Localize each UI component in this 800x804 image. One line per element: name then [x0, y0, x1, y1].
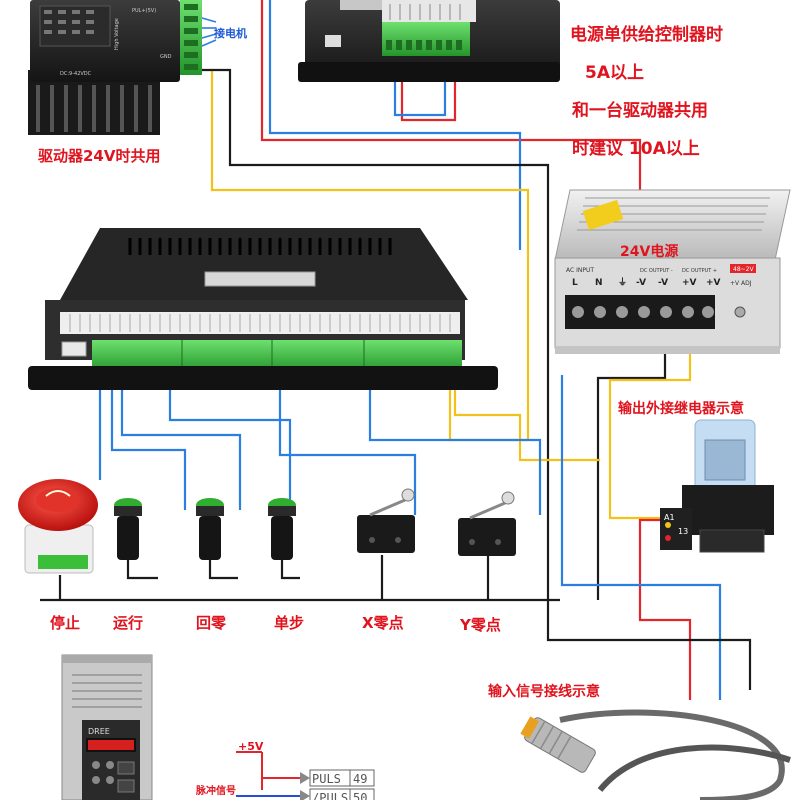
label-connect-motor: 接电机 — [214, 27, 247, 40]
button-label-run: 运行 — [113, 614, 144, 632]
push-button-home — [196, 498, 224, 560]
wires — [40, 0, 752, 700]
limit-switch-y — [458, 491, 516, 556]
wire-yellow-ctrl — [453, 372, 600, 462]
power-note-line-4: 时建议 10A以上 — [572, 139, 700, 159]
relay-pin-b: 13 — [678, 527, 688, 536]
power-note-line-1: 电源单供给控制器时 — [570, 25, 723, 45]
psu-term-v1: -V — [636, 278, 646, 288]
button-label-step: 单步 — [274, 614, 305, 632]
psu-badge: 48~2V — [733, 266, 754, 273]
label-power-24v: 24V电源 — [620, 244, 679, 260]
main-controller — [28, 228, 498, 390]
terminal-puls: PULS — [312, 772, 341, 786]
stepper-driver: PUL+(5V) High Voltage DC:9-42VDC GND — [28, 0, 217, 135]
psu-term-n: N — [595, 278, 603, 288]
label-plus-5v: +5V — [238, 740, 264, 753]
button-label-stop: 停止 — [50, 614, 81, 632]
terminal-npuls: /PULS — [312, 791, 348, 800]
psu-term-l: L — [572, 278, 578, 288]
driver-silk-gnd: GND — [160, 54, 172, 60]
wire-black-b4 — [280, 560, 300, 580]
psu-ac-input: AC INPUT — [566, 267, 594, 274]
push-button-run — [114, 498, 142, 560]
relay: A1 13 — [660, 419, 774, 553]
driver-terminal-block — [180, 0, 202, 75]
emergency-stop-button — [18, 479, 98, 574]
psu-dc-output-plus: DC OUTPUT + — [682, 268, 717, 274]
push-button-step — [268, 498, 296, 560]
driver-silk-pul: PUL+(5V) — [132, 8, 156, 14]
wire-blue-btn6 — [368, 372, 542, 515]
psu-term-v3: +V — [682, 278, 697, 288]
psu-term-v4: +V — [706, 278, 721, 288]
wire-black-sensor — [546, 600, 752, 690]
drive-brand: DREE — [88, 727, 110, 736]
wire-black-driver — [200, 68, 550, 600]
power-note-line-3: 和一台驱动器共用 — [572, 101, 708, 121]
power-note-line-2: 5A以上 — [585, 63, 644, 83]
wire-black-b3 — [208, 560, 238, 580]
servo-drive: DREE — [61, 654, 153, 801]
wire-black-b2 — [126, 560, 158, 580]
wire-blue-top-2 — [393, 60, 447, 117]
button-label-home: 回零 — [196, 614, 227, 632]
wire-blue-btn4 — [168, 372, 292, 510]
wire-yellow-psu — [608, 330, 692, 520]
top-device-terminals — [382, 22, 470, 56]
label-input-signal-example: 输入信号接线示意 — [488, 684, 600, 700]
label-driver-shared-24v: 驱动器24V时共用 — [38, 147, 161, 165]
wire-red-top-2 — [400, 60, 457, 122]
wire-blue-btn2 — [110, 372, 187, 510]
proximity-sensor — [520, 709, 791, 803]
driver-silk-dc: DC:9-42VDC — [60, 71, 92, 77]
power-supply: AC INPUT DC OUTPUT - DC OUTPUT + 48~2V L… — [554, 189, 791, 354]
terminal-npuls-num: 50 — [353, 791, 367, 800]
wire-blue-sensor — [560, 375, 722, 700]
psu-dc-output-minus: DC OUTPUT - — [640, 268, 673, 274]
label-relay-example: 输出外接继电器示意 — [618, 401, 744, 417]
wire-red-relay — [638, 518, 692, 700]
wire-blue-top — [268, 0, 522, 250]
wire-blue-btn3 — [120, 372, 242, 510]
psu-adj: +V ADJ — [730, 280, 752, 287]
driver-silk-hv: High Voltage — [114, 18, 120, 50]
terminal-puls-num: 49 — [353, 772, 367, 786]
top-device — [298, 0, 560, 82]
label-pulse-signal: 脉冲信号 — [196, 786, 236, 797]
wire-yellow-driver — [210, 70, 530, 442]
psu-term-v2: -V — [658, 278, 668, 288]
psu-term-gnd: ⏚ — [618, 277, 627, 288]
limit-switch-x — [357, 488, 415, 553]
relay-pin-a: A1 — [664, 513, 675, 522]
pulse-schematic: PULS 49 /PULS 50 — [236, 751, 375, 804]
wire-blue-btn5 — [278, 372, 417, 515]
button-label-x-zero: X零点 — [362, 614, 404, 632]
wire-black-psu — [596, 330, 667, 600]
button-label-y-zero: Y零点 — [460, 616, 501, 634]
